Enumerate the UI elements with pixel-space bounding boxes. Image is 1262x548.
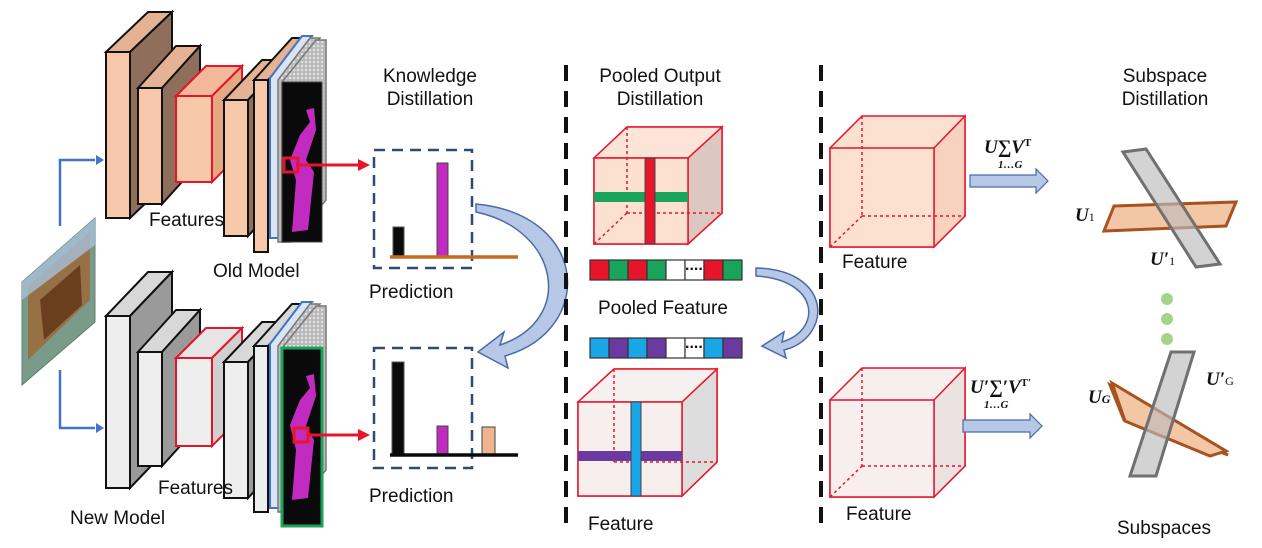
pooled-feature-label: Pooled Feature	[598, 298, 728, 319]
ugp-sub: G	[1225, 374, 1234, 388]
subspaces-label: Subspaces	[1117, 518, 1212, 539]
ug-main: U	[1088, 387, 1102, 408]
u1p-sub: 1	[1169, 254, 1176, 268]
pooled-curved-arrow	[755, 267, 819, 360]
old-prediction-bars	[390, 162, 518, 259]
pooled-vector-new	[589, 337, 743, 359]
prediction-new-label: Prediction	[369, 486, 454, 507]
pooled-old-cell	[589, 259, 610, 281]
input-image	[21, 216, 96, 387]
u1-label: U1	[1075, 206, 1095, 225]
u1p-main: U′	[1150, 249, 1170, 270]
knowledge-distillation-title: Knowledge Distillation	[370, 66, 490, 112]
new-output-maps	[269, 301, 327, 528]
old-model-label: Old Model	[213, 261, 300, 282]
subspace-cube-new	[829, 366, 966, 499]
subspace-distillation-title: Subspace Distillation	[1100, 66, 1230, 112]
svd-old-main: U∑V	[984, 137, 1024, 158]
pooled-new-cell	[665, 337, 686, 359]
pooled-old-cell	[703, 259, 724, 281]
feature-sub-top-label: Feature	[842, 252, 908, 273]
u1-prime-label: U′1	[1150, 250, 1175, 269]
pooled-new-cell	[608, 337, 629, 359]
pooled-vector-old	[589, 259, 743, 281]
kd-title-line1: Knowledge	[382, 66, 478, 87]
kd-curved-arrow	[475, 203, 569, 370]
old-output-maps	[269, 35, 327, 243]
svd-old-sup: T	[1023, 137, 1032, 149]
pod-title-line1: Pooled Output	[599, 66, 721, 87]
svd-new-formula: U′∑′VT′ 1…G	[970, 377, 1032, 411]
input-arrows	[58, 158, 95, 430]
pooled-new-cell	[627, 337, 648, 359]
pooled-cube-old	[592, 125, 724, 246]
feature-pooled-label: Feature	[588, 514, 654, 535]
ug-label: UG	[1088, 388, 1110, 407]
svd-new-sup: T′	[1020, 377, 1032, 389]
ellipsis-bottom: ....	[685, 335, 703, 352]
svd-old-formula: U∑VT 1…G	[984, 137, 1032, 171]
u1-main: U	[1075, 205, 1089, 226]
ug-prime-label: U′G	[1206, 370, 1234, 389]
ellipsis-top: ....	[685, 257, 703, 274]
ellipsis-dots	[1161, 293, 1173, 345]
u1-sub: 1	[1088, 210, 1095, 224]
pooled-old-cell	[627, 259, 648, 281]
sd-title-line1: Subspace	[1122, 66, 1208, 87]
pooled-output-title: Pooled Output Distillation	[585, 66, 735, 112]
arrow-head-old	[96, 155, 104, 165]
pod-title-line2: Distillation	[616, 88, 704, 110]
svd-old-range: 1…G	[998, 159, 1023, 171]
svd-arrow-new	[962, 412, 1043, 440]
ug-sub: G	[1101, 392, 1111, 406]
svd-new-range: 1…G	[984, 399, 1009, 411]
old-prediction-box	[372, 148, 474, 270]
pooled-old-cell	[722, 259, 743, 281]
pooled-new-cell	[589, 337, 610, 359]
arrow-head-new	[96, 423, 104, 433]
subspace-planes-top	[1101, 147, 1239, 269]
ugp-main: U′	[1206, 369, 1226, 390]
pooled-cube-new	[576, 367, 719, 498]
svd-arrow-old	[969, 167, 1049, 195]
pooled-new-cell	[646, 337, 667, 359]
subspace-planes-bottom	[1106, 350, 1230, 478]
pooled-old-cell	[646, 259, 667, 281]
pooled-old-cell	[608, 259, 629, 281]
kd-title-line2: Distillation	[386, 88, 474, 110]
new-model-label: New Model	[70, 508, 166, 529]
pooled-new-cell	[722, 337, 743, 359]
features-new-label: Features	[158, 478, 233, 499]
feature-sub-bottom-label: Feature	[846, 504, 912, 525]
svd-new-main: U′∑′V	[970, 377, 1021, 398]
new-prediction-box	[372, 346, 474, 470]
new-prediction-bars	[390, 361, 518, 457]
subspace-cube-old	[829, 114, 966, 249]
pooled-old-cell	[665, 259, 686, 281]
pooled-new-cell	[703, 337, 724, 359]
features-old-label: Features	[149, 210, 224, 231]
sd-title-line2: Distillation	[1121, 88, 1209, 110]
prediction-old-label: Prediction	[369, 282, 454, 303]
